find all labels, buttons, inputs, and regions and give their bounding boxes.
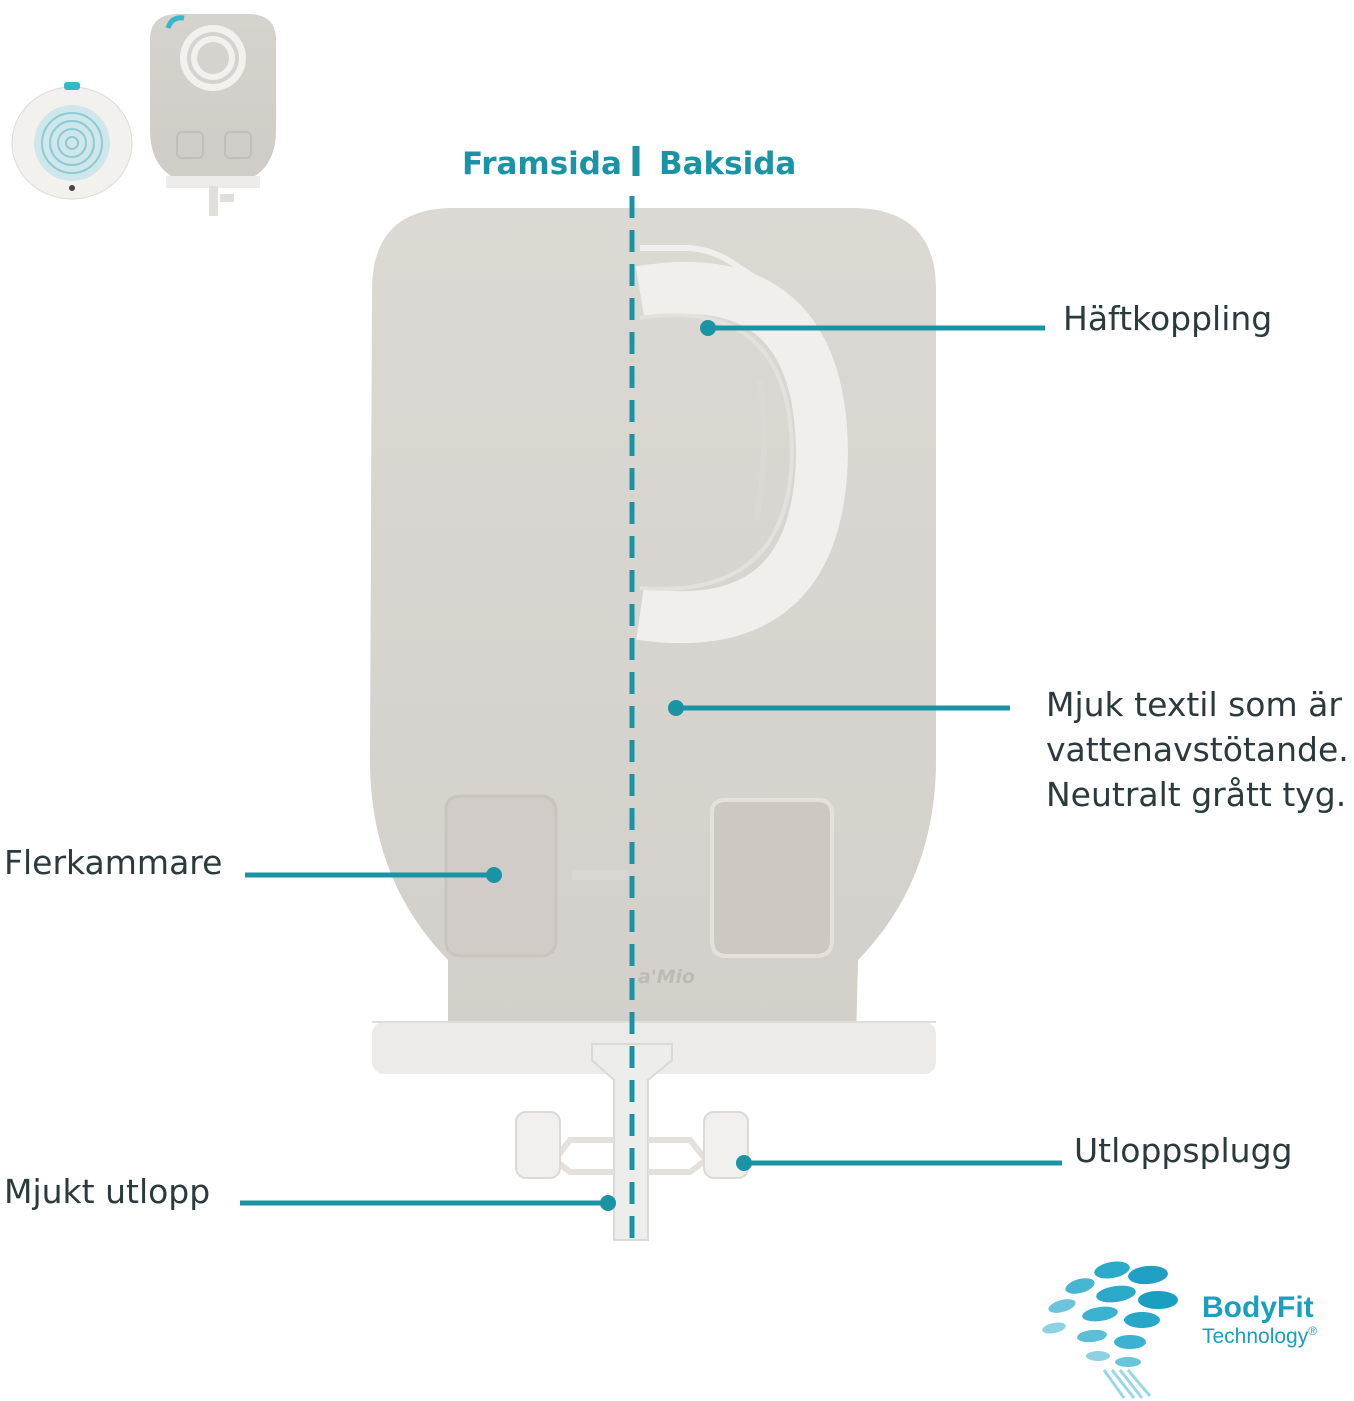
callout-utloppsplugg-line xyxy=(736,1155,1062,1171)
callout-haftkoppling: Häftkoppling xyxy=(1063,298,1272,340)
callout-utloppsplugg: Utloppsplugg xyxy=(1074,1130,1292,1172)
back-side-label: Baksida xyxy=(659,146,796,182)
callout-flerkammare: Flerkammare xyxy=(4,842,222,884)
brand-name: BodyFit xyxy=(1202,1291,1314,1325)
chamber-back xyxy=(712,800,832,956)
callout-textile-line3: Neutralt grått tyg. xyxy=(1046,774,1346,816)
callout-textile-line2: vattenavstötande. xyxy=(1046,729,1349,771)
pouch-print-text: a'Mio xyxy=(638,966,695,988)
brand-subtitle-text: Technology xyxy=(1202,1325,1308,1348)
callout-mjukt-utlopp-line xyxy=(240,1195,616,1211)
callout-textile-line1: Mjuk textil som är xyxy=(1046,684,1342,726)
bodyfit-logo-mark xyxy=(1041,1259,1178,1398)
brand-subtitle: Technology® xyxy=(1202,1324,1317,1349)
callout-mjukt-utlopp: Mjukt utlopp xyxy=(4,1171,210,1213)
registered-mark: ® xyxy=(1308,1324,1317,1338)
front-side-label: Framsida xyxy=(462,146,622,182)
baseplate-thumbnail xyxy=(12,82,132,199)
pouch-thumbnail xyxy=(150,14,276,216)
